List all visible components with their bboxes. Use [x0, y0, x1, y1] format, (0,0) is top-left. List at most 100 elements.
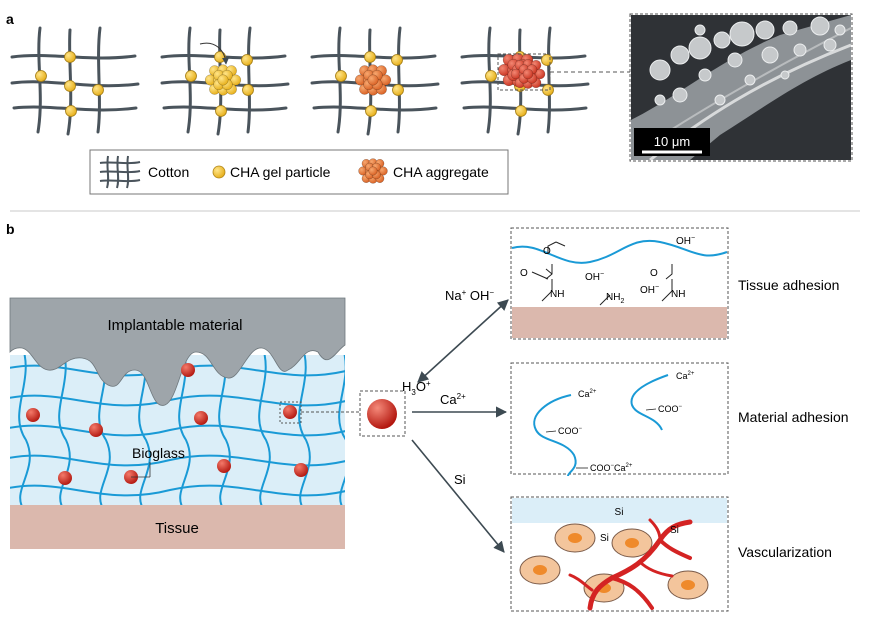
gel-particle [64, 80, 76, 92]
bioglass-label: Bioglass [132, 445, 185, 461]
gel-aggregating-cluster [204, 64, 242, 96]
bioglass-bead [181, 363, 195, 377]
panel-b-letter: b [6, 221, 15, 237]
si-label: Si [454, 472, 466, 487]
sem-sphere [698, 68, 712, 82]
cell-nucleus [681, 580, 695, 590]
sem-sphere [670, 45, 690, 65]
implantable-material-label: Implantable material [107, 317, 242, 334]
sem-sphere [793, 43, 807, 57]
cell [519, 555, 561, 585]
bioglass-bead [217, 459, 231, 473]
cell-nucleus [533, 565, 547, 575]
aggregation-arrow [199, 42, 230, 65]
si-layer-label: Si [615, 507, 624, 518]
gel-particle [392, 84, 404, 96]
sem-sphere [729, 21, 755, 47]
polymer-chain-1 [533, 394, 577, 477]
gel-particle [485, 70, 497, 82]
aldehyde-o: O [543, 246, 551, 257]
oh-1: OH− [585, 271, 604, 283]
h3o-label: H3O+ [402, 379, 431, 397]
mesh-stage-4 [460, 26, 590, 136]
gel-particle [64, 51, 76, 63]
cell [554, 523, 596, 553]
cell [611, 528, 653, 558]
sem-sphere [755, 20, 775, 40]
aggregate-legend-icon [358, 158, 388, 184]
amide-nh-1: NH [550, 289, 564, 300]
legend-aggregate-label: CHA aggregate [393, 164, 489, 180]
amide-nh-2: NH [671, 289, 685, 300]
sem-sphere [744, 74, 756, 86]
ca-ion-2: Ca2+ [676, 371, 695, 381]
arrow-to-vascularization [411, 439, 505, 553]
network-strand [58, 355, 71, 505]
sem-sphere [823, 38, 837, 52]
mesh-stage-3 [310, 26, 440, 136]
mesh-stage-1 [10, 26, 140, 136]
vascularization-inset: Si Si Si [510, 496, 729, 612]
cha-aggregate [354, 64, 392, 96]
sem-sphere [688, 36, 712, 60]
sem-sphere [780, 70, 790, 80]
material-adhesion-label: Material adhesion [738, 409, 849, 425]
bioglass-bead [89, 423, 103, 437]
gel-particle [391, 54, 403, 66]
bioglass-bead [26, 408, 40, 422]
gel-particle [365, 105, 377, 117]
bioglass-bead [294, 463, 308, 477]
network-strand [10, 454, 345, 467]
panel-a-letter: a [6, 11, 14, 27]
legend-gel-label: CHA gel particle [230, 164, 331, 180]
network-strand [298, 355, 311, 505]
ca-ion-1: Ca2+ [578, 389, 597, 399]
cell-nucleus [568, 533, 582, 543]
cha-aggregate-large-2 [510, 59, 546, 89]
hydrogel-schematic: Implantable material Tissue Bioglass [9, 297, 360, 549]
tissue-adhesion-inset: O O NH OH− NH2 O OH− NH OH− [510, 227, 729, 340]
bioglass-bead [283, 405, 297, 419]
sem-sphere [714, 94, 726, 106]
cell [667, 570, 709, 600]
sem-micrograph: 10 μm [629, 13, 853, 162]
gel-particle [185, 70, 197, 82]
sem-sphere [761, 46, 779, 64]
sem-sphere [672, 87, 688, 103]
sem-sphere [834, 24, 846, 36]
sem-sphere [649, 59, 671, 81]
coo-2: COO− [658, 404, 683, 414]
si-layer [512, 498, 727, 523]
sem-sphere [727, 52, 743, 68]
arrow-to-tissue-adhesion [417, 299, 509, 383]
bioglass-bead [194, 411, 208, 425]
implantable-material [9, 297, 346, 406]
gel-particle-legend-icon [212, 165, 226, 179]
material-adhesion-inset: Ca2+ Ca2+ COO− COO− COO−Ca2+ [510, 362, 729, 477]
gel-particle [65, 105, 77, 117]
tissue-layer [10, 505, 345, 549]
amide-o-1: O [520, 268, 528, 279]
cell-nucleus [625, 538, 639, 548]
network-strand [18, 355, 31, 505]
gel-particle [541, 54, 553, 66]
aggregate-cluster [358, 158, 388, 184]
nh2: NH2 [606, 292, 624, 305]
gel-particle [35, 70, 47, 82]
gel-particle [241, 54, 253, 66]
ca-label: Ca2+ [440, 392, 466, 407]
tissue-adhesion-polymer [511, 239, 728, 264]
sem-sphere [713, 31, 731, 49]
legend: Cotton CHA gel particle CHA aggregate [89, 149, 509, 195]
network-strand [10, 484, 345, 497]
oh-3: OH− [676, 235, 695, 247]
mesh-stage-2 [160, 26, 290, 136]
na-oh-label: Na+ OH− [445, 288, 494, 303]
sem-sphere [694, 24, 706, 36]
bead-highlight-box [279, 401, 302, 424]
gel-particle [214, 51, 226, 63]
si-label-1: Si [600, 533, 609, 544]
gel-particle [515, 105, 527, 117]
vascularization-label: Vascularization [738, 544, 832, 560]
coo-1: COO− [558, 426, 583, 436]
